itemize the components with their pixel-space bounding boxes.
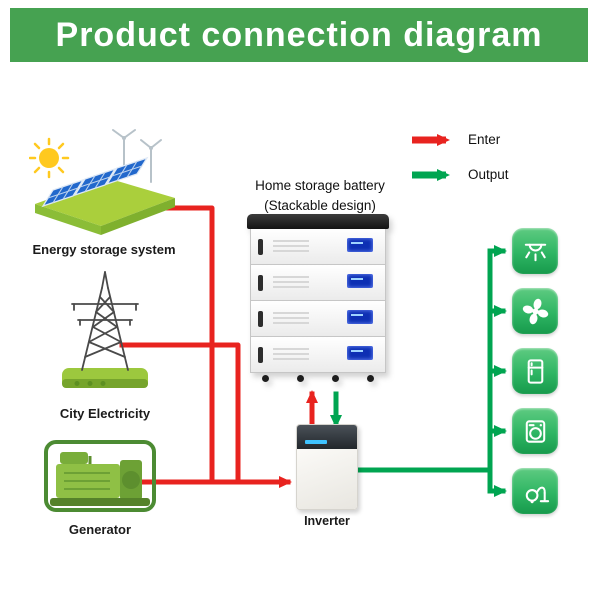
battery-title: Home storage battery (Stackable design): [232, 176, 408, 215]
generator-frame: [44, 440, 156, 512]
washing-machine-icon: [525, 419, 545, 443]
vacuum-cleaner-icon: [525, 486, 549, 503]
module-handle: [258, 347, 263, 363]
title-banner: Product connection diagram: [10, 8, 588, 62]
output-wires: [330, 245, 507, 497]
module-handle: [258, 311, 263, 327]
module-display: [347, 346, 373, 360]
city-electricity: City Electricity: [44, 262, 166, 421]
page-title: Product connection diagram: [55, 15, 543, 54]
module-display: [347, 274, 373, 288]
solar-panels-icon: [41, 156, 149, 208]
inverter-label: Inverter: [304, 514, 350, 528]
green-base: [35, 178, 175, 235]
module-handle: [258, 239, 263, 255]
transmission-tower-illustration: [62, 271, 148, 388]
legend-output-label: Output: [468, 167, 509, 182]
city-electricity-label: City Electricity: [59, 406, 151, 421]
battery-feet: [250, 373, 386, 382]
legend: Enter Output: [410, 132, 509, 202]
module-label-sticker: [273, 240, 309, 253]
module-display: [347, 310, 373, 324]
battery-module: [250, 337, 386, 373]
appliance-ceiling-light: [512, 228, 558, 274]
generator: Generator: [38, 436, 162, 537]
inverter-display-panel: [297, 425, 357, 449]
inverter: [296, 424, 358, 510]
battery-module: [250, 265, 386, 301]
appliance-fan: [512, 288, 558, 334]
appliance-list: [512, 228, 558, 514]
enter-wires: [119, 205, 318, 488]
solar-panel-illustration: [29, 129, 175, 235]
appliance-vacuum-cleaner: [512, 468, 558, 514]
tower-icon: [71, 271, 139, 371]
module-display: [347, 238, 373, 252]
battery-module: [250, 229, 386, 265]
fan-icon: [522, 298, 548, 324]
module-handle: [258, 275, 263, 291]
legend-row-enter: Enter: [410, 132, 509, 147]
legend-enter-label: Enter: [468, 132, 501, 147]
module-label-sticker: [273, 312, 309, 325]
green-base: [62, 368, 148, 388]
legend-row-output: Output: [410, 167, 509, 182]
battery-title-line2: (Stackable design): [264, 197, 376, 213]
battery-module: [250, 301, 386, 337]
battery-title-line1: Home storage battery: [255, 178, 385, 193]
energy-storage-label: Energy storage system: [32, 242, 176, 257]
sun-icon: [29, 137, 70, 179]
battery-stack: [247, 214, 389, 382]
inverter-screen: [305, 440, 327, 444]
enter-arrow-icon: [412, 133, 450, 146]
ceiling-light-icon: [524, 243, 546, 261]
generator-label: Generator: [68, 522, 132, 537]
module-label-sticker: [273, 348, 309, 361]
battery-top-lid: [247, 214, 389, 229]
energy-storage-system: Energy storage system: [26, 120, 182, 257]
refrigerator-icon: [527, 358, 543, 384]
generator-illustration: [44, 440, 156, 512]
appliance-washing-machine: [512, 408, 558, 454]
inverter-body: [297, 449, 357, 509]
appliance-refrigerator: [512, 348, 558, 394]
module-label-sticker: [273, 276, 309, 289]
output-arrow-icon: [412, 168, 450, 181]
